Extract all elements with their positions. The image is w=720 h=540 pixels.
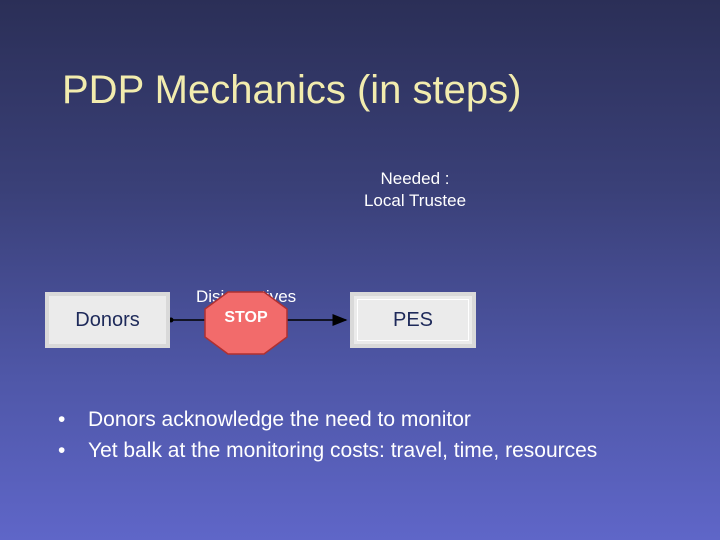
bullet-item: •Yet balk at the monitoring costs: trave… — [58, 439, 598, 462]
donors-node-label: Donors — [75, 308, 140, 331]
donors-node: Donors — [45, 292, 170, 348]
needed-line-2: Local Trustee — [363, 191, 467, 210]
bullet-list: •Donors acknowledge the need to monitor … — [58, 404, 597, 466]
needed-line-1: Needed : — [380, 169, 450, 188]
bullet-item: •Donors acknowledge the need to monitor — [58, 408, 471, 431]
bullet-text-1: Donors acknowledge the need to monitor — [88, 408, 471, 431]
stop-sign-label: STOP — [224, 309, 268, 326]
pes-node-inner-border — [357, 299, 469, 341]
needed-note: Needed : Local Trustee — [340, 168, 490, 212]
bullet-text-2: Yet balk at the monitoring costs: travel… — [88, 439, 598, 462]
slide-title: PDP Mechanics (in steps) — [62, 68, 522, 112]
pes-node-label: PES — [392, 308, 434, 331]
pes-node: PES — [350, 292, 476, 348]
stop-sign-icon — [204, 291, 288, 355]
